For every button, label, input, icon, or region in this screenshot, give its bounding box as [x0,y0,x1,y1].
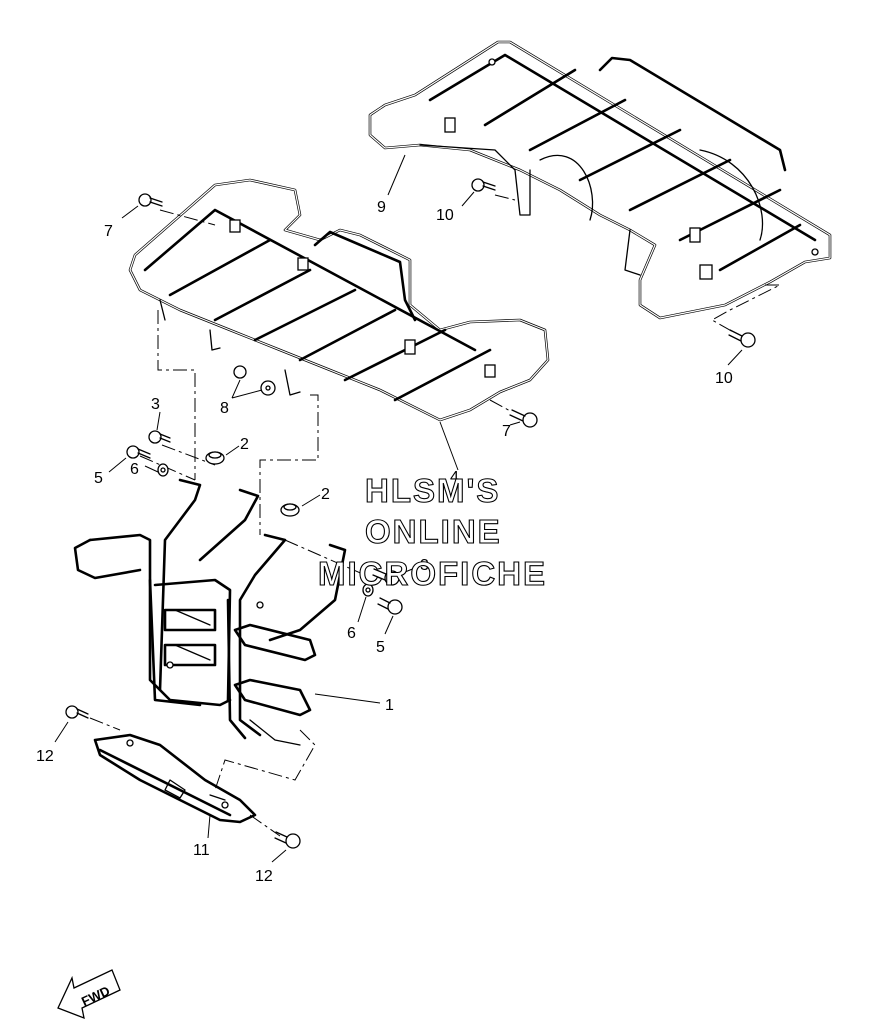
callout-7-left: 7 [104,223,113,240]
watermark-line-3: MICROFICHE [318,555,547,592]
watermark: HLSM'S ONLINE MICROFICHE [317,471,547,592]
callout-1: 1 [385,697,394,714]
callout-12-right: 12 [255,868,273,885]
grommet-2-left [205,451,225,465]
fasteners [65,178,756,849]
callout-6-left: 6 [130,461,139,478]
washer-6-right [362,583,374,597]
callout-5-left: 5 [94,470,103,487]
callout-12-left: 12 [36,748,54,765]
callout-5-right: 5 [376,639,385,656]
fwd-arrow-icon [57,969,121,1020]
bolt-3-right [372,568,400,586]
bolt-7-right [509,409,538,428]
callout-2-left: 2 [240,436,249,453]
bolt-10-lower [728,329,756,348]
leader-lines [54,154,743,863]
callout-9: 9 [377,199,386,216]
bolt-5-left [126,445,151,459]
callout-8: 8 [220,400,229,417]
callout-labels: 7 9 10 10 8 3 2 5 6 7 4 2 3 6 5 1 12 11 … [36,199,733,885]
callout-3-right: 3 [420,557,429,574]
fwd-direction-arrow: FWD [57,969,121,1020]
callout-7-right: 7 [502,423,511,440]
washer-6-left [157,463,169,477]
watermark-line-2: ONLINE [365,513,502,550]
callout-6-right: 6 [347,625,356,642]
bolt-12-right [274,831,301,849]
bolt-3-left [148,430,171,444]
bolt-10-upper [471,178,496,192]
nut-8 [233,365,276,396]
callout-11: 11 [193,842,210,859]
rear-carrier [368,40,832,320]
callout-4: 4 [450,469,459,486]
skid-plate [93,733,257,824]
callout-2-right: 2 [321,486,330,503]
callout-10-upper: 10 [436,207,454,224]
bolt-7-left [138,193,163,207]
callout-10-lower: 10 [715,370,733,387]
front-carrier [128,178,550,422]
front-guard [73,478,347,746]
bolt-5-right [377,597,403,615]
grommet-2-right [280,503,300,517]
watermark-line-1: HLSM'S [365,472,500,509]
callout-3-left: 3 [151,396,160,413]
bolt-12-left [65,705,89,719]
